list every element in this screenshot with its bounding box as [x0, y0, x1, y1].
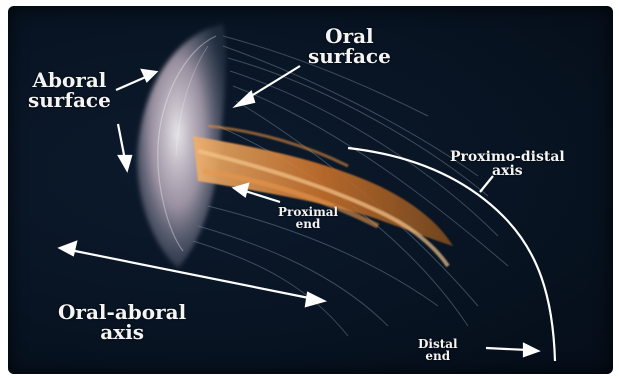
- label-oral-aboral-line1: Oral-aboral: [58, 302, 186, 322]
- jellyfish-photo: Oral surface Aboral surface Proximo-dist…: [8, 6, 613, 374]
- label-proximo-distal-line2: axis: [450, 164, 565, 178]
- label-oral-aboral-axis: Oral-aboral axis: [58, 302, 186, 342]
- label-distal-end: Distal end: [418, 338, 458, 362]
- proximo-distal-axis-line: [348, 148, 555, 361]
- label-aboral-surface-line1: Aboral: [28, 70, 111, 90]
- label-oral-aboral-line2: axis: [58, 322, 186, 342]
- label-proximo-distal-line1: Proximo-distal: [450, 150, 565, 164]
- label-proximal-end: Proximal end: [278, 206, 338, 230]
- label-oral-surface-line2: surface: [308, 46, 391, 66]
- oral-arms: [193, 126, 453, 266]
- label-aboral-surface-line2: surface: [28, 90, 111, 110]
- label-proximo-distal-axis: Proximo-distal axis: [450, 150, 565, 178]
- label-proximal-end-line2: end: [278, 218, 338, 230]
- label-aboral-surface: Aboral surface: [28, 70, 111, 110]
- label-distal-end-line2: end: [418, 350, 458, 362]
- label-oral-surface-line1: Oral: [308, 26, 391, 46]
- label-oral-surface: Oral surface: [308, 26, 391, 66]
